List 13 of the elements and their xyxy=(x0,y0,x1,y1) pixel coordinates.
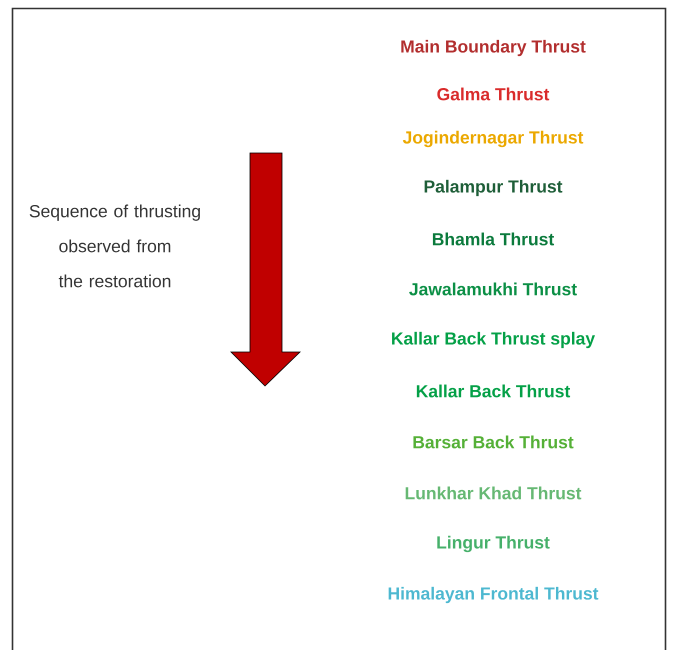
thrust-name: Lunkhar Khad Thrust xyxy=(406,486,582,500)
thrust-name: Himalayan Frontal Thrust xyxy=(388,586,598,604)
thrust-name: Jogindernagar Thrust xyxy=(402,130,584,148)
thrust-name: Jawalamukhi Thrust xyxy=(409,282,577,296)
thrust-name: Kallar Back Thrust xyxy=(416,384,570,398)
thrust-name: Main Boundary Thrust xyxy=(401,40,586,56)
thrust-name: Barsar Back Thrust xyxy=(413,436,574,448)
thrust-name: Galma Thrust xyxy=(437,88,550,100)
thrust-name: Palampur Thrust xyxy=(424,180,562,196)
thrust-name: Bhamla Thrust xyxy=(432,232,554,246)
note-text: Sequence of thrusting observed from the restoration xyxy=(30,204,200,288)
thrust-name: Kallar Back Thrust splay xyxy=(392,332,596,348)
thrust-name: Lingur Thrust xyxy=(437,536,550,552)
